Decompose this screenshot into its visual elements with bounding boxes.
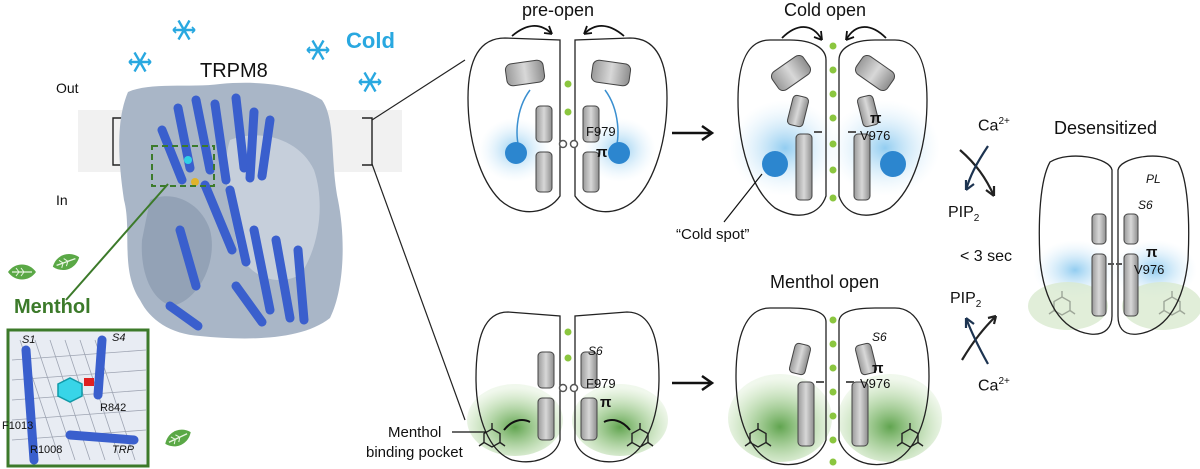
- menthol-open-v976-label: V976: [860, 376, 891, 391]
- pre-open-channel: [467, 25, 668, 213]
- inset-trp-label: TRP: [112, 444, 134, 456]
- menthol-pre-s6-label: S6: [588, 344, 603, 358]
- inset-r1008-label: R1008: [30, 444, 63, 456]
- cold-open-channel: [723, 26, 940, 223]
- menthol-pointer-line: [65, 183, 169, 301]
- desensitized-s6-label: S6: [1138, 198, 1153, 212]
- menthol-inset: [6, 328, 150, 468]
- ca-top-label: Ca2+: [978, 116, 1010, 135]
- menthol-open-s6-label: S6: [872, 330, 887, 344]
- cold-open-v976-label: V976: [860, 128, 891, 143]
- menthol-pre-f979-label: F979: [586, 376, 616, 391]
- menthol-site-highlight: [151, 145, 215, 187]
- menthol-open-title: Menthol open: [770, 272, 880, 292]
- desensitized-v976-label: V976: [1134, 262, 1165, 277]
- zoom-line-bottom: [371, 163, 466, 421]
- time-label: < 3 sec: [960, 248, 1013, 265]
- out-label: Out: [56, 80, 79, 96]
- desensitized-title: Desensitized: [1054, 118, 1158, 138]
- menthol-open-pi-label: π: [872, 360, 884, 377]
- cold-spot-label: “Cold spot”: [676, 226, 750, 243]
- pip-bottom-label: PIP2: [950, 290, 982, 311]
- desensitization-arrows-bottom: [961, 314, 998, 365]
- snowflake-icon: [127, 51, 153, 73]
- inset-f1013-label: F1013: [2, 420, 34, 432]
- zoom-line-top: [371, 59, 466, 121]
- pre-open-title: pre-open: [522, 0, 595, 20]
- menthol-pre-open-channel: [452, 311, 668, 463]
- desensitization-arrows-top: [959, 145, 996, 197]
- pre-open-pi-label: π: [596, 144, 608, 161]
- in-label: In: [56, 192, 68, 208]
- pre-open-f979-label: F979: [586, 124, 616, 139]
- mint-leaf-icon: [49, 249, 83, 275]
- snowflake-icon: [171, 19, 197, 41]
- mint-leaf-icon: [7, 263, 37, 281]
- snowflake-icon: [305, 39, 331, 61]
- trpm8-structure: [119, 82, 343, 339]
- desensitized-pi-label: π: [1146, 244, 1158, 261]
- inset-s1-label: S1: [22, 334, 36, 346]
- cold-open-pi-label: π: [870, 110, 882, 127]
- pip-top-label: PIP2: [948, 204, 980, 225]
- menthol-label: Menthol: [14, 296, 91, 318]
- cold-open-title: Cold open: [784, 0, 867, 20]
- menthol-open-channel: [728, 307, 942, 466]
- membrane-bracket-left: [112, 117, 123, 166]
- desensitized-pl-label: PL: [1146, 172, 1161, 186]
- inset-r842-label: R842: [100, 402, 127, 414]
- protein-title: TRPM8: [200, 60, 268, 82]
- ca-bottom-label: Ca2+: [978, 376, 1010, 395]
- inset-s4-label: S4: [112, 332, 126, 344]
- membrane-bracket-right: [362, 117, 373, 166]
- pocket-label-line1: Menthol: [388, 424, 442, 441]
- menthol-pre-pi-label: π: [600, 394, 612, 411]
- desensitized-channel: [1028, 155, 1200, 335]
- mint-leaf-icon: [161, 424, 195, 452]
- pocket-label-line2: binding pocket: [366, 444, 463, 461]
- snowflake-icon: [357, 71, 383, 93]
- cold-label: Cold: [346, 28, 395, 53]
